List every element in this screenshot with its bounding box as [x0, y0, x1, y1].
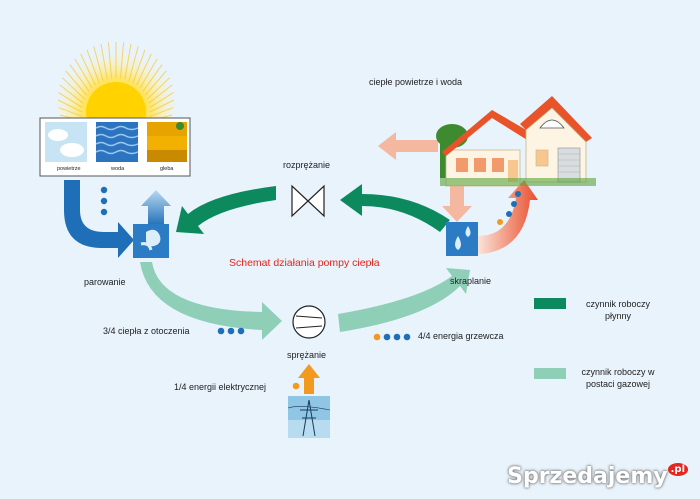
panel-label-soil: gleba: [160, 166, 174, 172]
legend-label-liquid: czynnik roboczy płynny: [585, 299, 651, 321]
gas-flow-lower-left: [140, 262, 282, 340]
environment-panel: [39, 117, 191, 177]
label-heating-energy: 4/4 energia grzewcza: [418, 331, 504, 341]
heat-arrow: [478, 180, 538, 254]
label-electric-energy: 1/4 energii elektrycznej: [174, 382, 267, 392]
watermark-suffix: .pl: [667, 463, 688, 476]
diagram-title: Schemat działania pompy ciepła: [229, 257, 380, 269]
label-ambient-heat: 3/4 ciepła z otoczenia: [103, 326, 190, 336]
label-condensation: skraplanie: [450, 276, 492, 286]
heating-energy-dots: [373, 333, 411, 341]
label-compression: sprężanie: [287, 350, 327, 360]
condenser-dots: [497, 191, 521, 225]
warm-down-arrow: [442, 182, 472, 222]
ambient-heat-dots: [217, 327, 245, 335]
panel-label-air: powietrze: [57, 166, 81, 172]
label-evaporation: parowanie: [84, 277, 126, 287]
condenser-unit: [446, 222, 478, 256]
warm-air-arrow: [378, 132, 438, 160]
legend-label-gas: czynnik roboczy w postaci gazowej: [581, 367, 655, 389]
watermark-text: Sprzedajemy: [507, 464, 668, 489]
liquid-flow-right: [340, 184, 450, 232]
panel-label-water: woda: [111, 166, 125, 172]
gas-flow-lower-right: [338, 268, 470, 332]
compressor-icon: [292, 305, 326, 339]
house-icon: [436, 96, 596, 187]
label-warm-air-water: ciepłe powietrze i woda: [369, 77, 463, 87]
vapor-up-arrow: [141, 190, 171, 226]
power-line-panel: [287, 396, 331, 438]
label-expansion: rozprężanie: [283, 160, 331, 170]
ambient-dots-vertical: [100, 186, 108, 216]
liquid-flow-left: [176, 186, 276, 234]
electric-dot: [292, 382, 300, 390]
cold-arrow: [64, 180, 134, 258]
evaporator-unit: [133, 224, 169, 258]
legend-swatch-gas: [534, 368, 566, 379]
watermark-logo: Sprzedajemy.pl: [507, 463, 688, 489]
electric-arrow: [298, 364, 320, 394]
legend-swatch-liquid: [534, 298, 566, 309]
expansion-valve-icon: [291, 184, 325, 218]
